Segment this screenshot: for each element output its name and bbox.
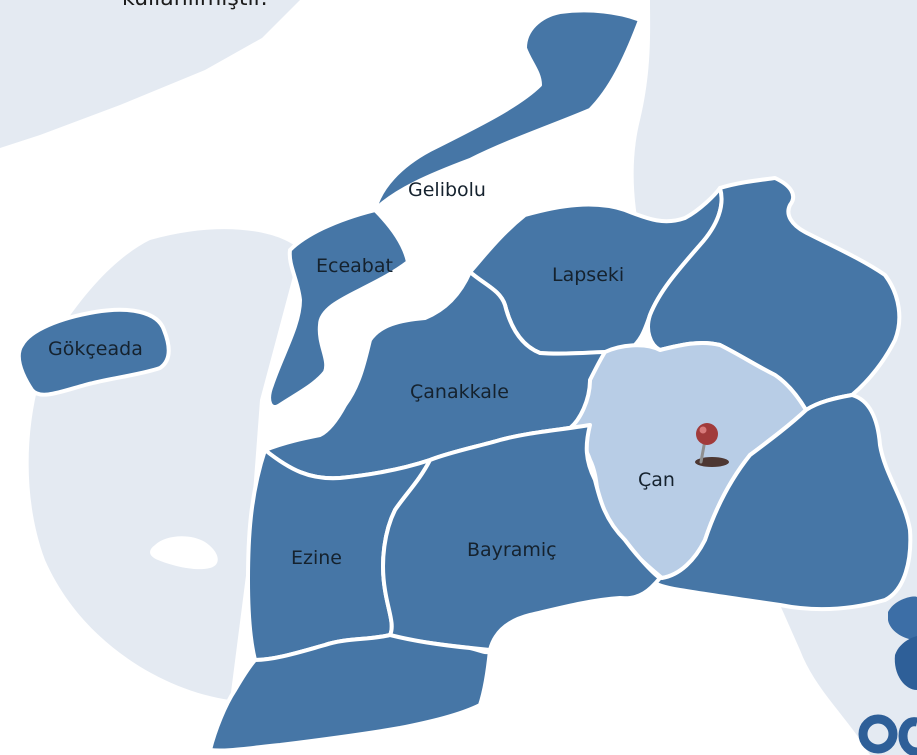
district-eceabat[interactable] <box>267 208 410 409</box>
label-ezine: Ezine <box>291 547 342 569</box>
district-labels: Gökçeada Gelibolu Eceabat Lapseki Çanakk… <box>48 179 675 569</box>
caption-text: kullanılmıştır. <box>122 0 268 11</box>
logo-petal-lower <box>894 636 917 690</box>
label-canakkale: Çanakkale <box>410 381 509 403</box>
map-pin-icon[interactable] <box>695 423 729 467</box>
district-bayramic[interactable] <box>381 423 662 652</box>
islet <box>150 536 218 570</box>
brand-logo-icon <box>858 596 917 755</box>
district-ayvacik[interactable] <box>208 633 492 753</box>
label-gelibolu: Gelibolu <box>408 179 486 201</box>
logo-ring <box>858 714 898 754</box>
label-eceabat: Eceabat <box>316 255 393 277</box>
pin-head <box>696 423 718 445</box>
thrace-land <box>0 0 300 148</box>
label-can: Çan <box>638 469 675 491</box>
district-yenice[interactable] <box>648 393 913 612</box>
logo-ring-partial <box>898 717 917 755</box>
label-gokceada: Gökçeada <box>48 338 143 360</box>
district-gokceada[interactable] <box>16 307 171 397</box>
label-bayramic: Bayramiç <box>467 539 557 561</box>
districts <box>16 8 913 753</box>
pin-shadow <box>695 457 729 467</box>
pin-highlight <box>699 426 707 434</box>
label-lapseki: Lapseki <box>552 264 624 286</box>
district-gelibolu[interactable] <box>373 8 642 212</box>
logo-petal-upper <box>888 596 917 640</box>
